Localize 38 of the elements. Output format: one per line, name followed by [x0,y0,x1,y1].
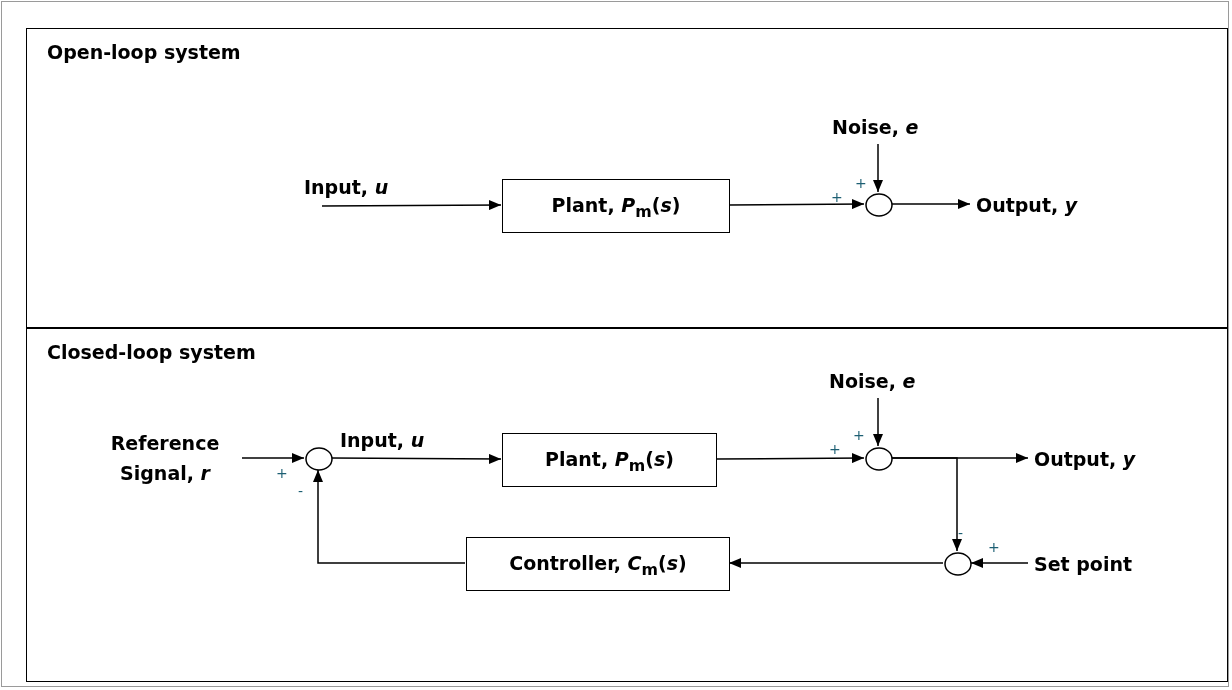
panel-heading: Open-loop system [47,41,241,63]
arrow [891,457,962,552]
arrow [715,453,865,464]
transfer-function-block: Controller, C$_{m}$(s) [466,537,730,591]
arrow [313,469,466,564]
signal-label: Noise, e [824,367,934,399]
transfer-function-block: Plant, P$_{m}$(s) [502,433,717,487]
arrow [728,558,944,568]
summing-junction [944,552,972,576]
summing-junction [865,447,893,471]
sign-label: - [298,484,304,498]
sign-label: - [958,526,964,540]
signal-label: Reference Signal, r [87,428,243,490]
sign-label: + [853,428,865,442]
signal-label: Output, y [1029,445,1169,473]
sign-label: + [276,466,288,480]
signal-label: Set point [1029,550,1159,578]
diagram-panel [26,28,1228,328]
sign-label: + [988,540,1000,554]
arrow [891,199,971,209]
summing-junction [305,447,333,471]
sign-label: + [829,442,841,456]
panel-heading: Closed-loop system [47,341,256,363]
arrow [241,453,305,463]
signal-label: Input, u [299,173,395,207]
arrow [873,143,883,193]
signal-label: Output, y [971,191,1111,219]
signal-label: Noise, e [827,113,931,145]
summing-junction [865,193,893,217]
arrow [873,397,883,447]
arrow [321,200,502,211]
sign-label: + [831,190,843,204]
arrow [331,453,502,464]
sign-label: + [855,176,867,190]
arrow [728,199,865,210]
transfer-function-block: Plant, P$_{m}$(s) [502,179,730,233]
diagram-panel [26,328,1228,682]
arrow [970,558,1029,568]
